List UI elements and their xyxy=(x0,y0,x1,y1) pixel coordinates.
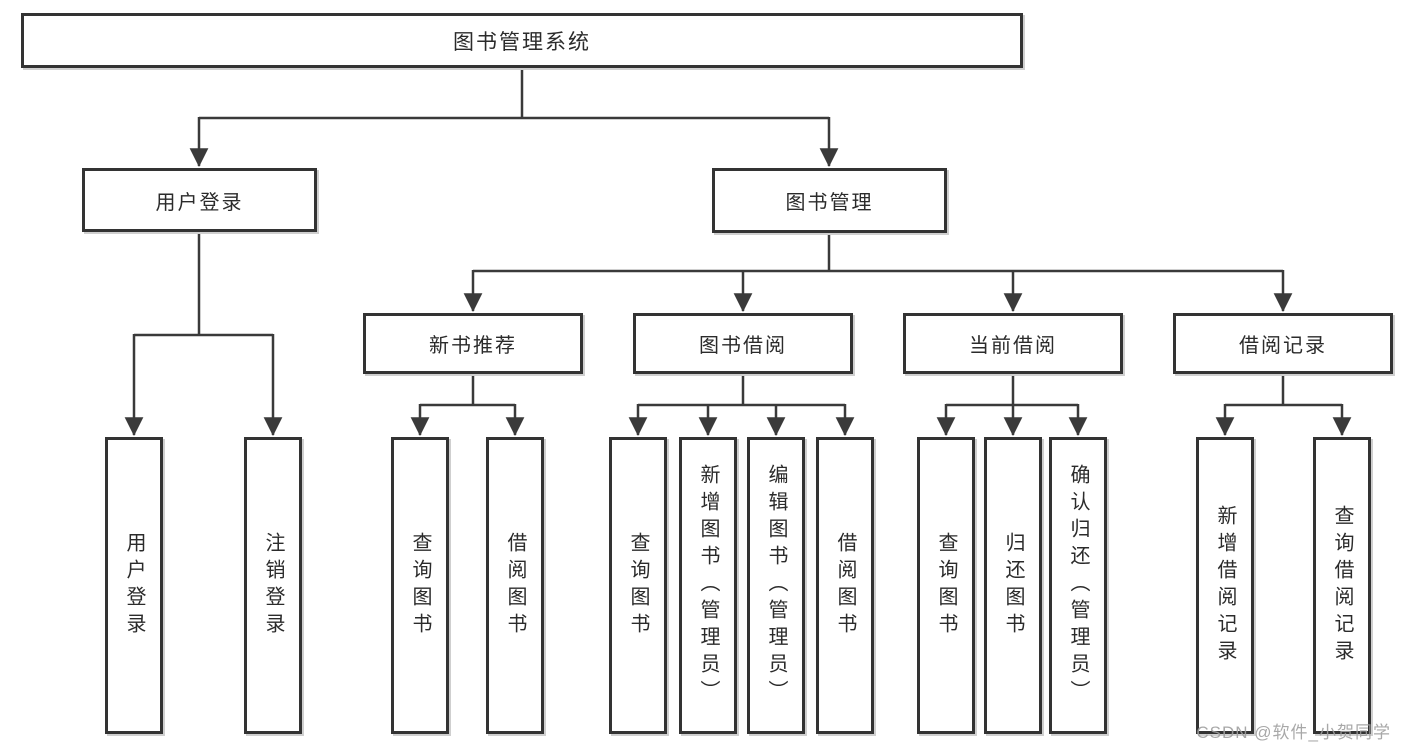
leaf-add-books-admin-label: 新增图书（管理员） xyxy=(697,464,719,707)
node-borrowing-records: 借阅记录 xyxy=(1173,313,1393,374)
node-library-management-system: 图书管理系统 xyxy=(21,13,1023,68)
leaf-query-books-borrowing: 查询图书 xyxy=(609,437,667,734)
leaf-query-books-borrowing-label: 查询图书 xyxy=(627,531,649,640)
node-new-book-recommend: 新书推荐 xyxy=(363,313,583,374)
csdn-watermark: CSDN @软件_小贺同学 xyxy=(1196,723,1391,742)
leaf-logout: 注销登录 xyxy=(244,437,302,734)
node-current-borrowing: 当前借阅 xyxy=(903,313,1123,374)
leaf-edit-books-admin-label: 编辑图书（管理员） xyxy=(765,464,787,707)
leaf-return-books: 归还图书 xyxy=(984,437,1042,734)
leaf-query-borrow-record: 查询借阅记录 xyxy=(1313,437,1371,734)
leaf-confirm-return-admin-label: 确认归还（管理员） xyxy=(1067,464,1089,707)
leaf-borrow-books-recommend-label: 借阅图书 xyxy=(504,531,526,640)
leaf-add-borrow-record: 新增借阅记录 xyxy=(1196,437,1254,734)
node-user-login: 用户登录 xyxy=(82,168,317,232)
leaf-add-borrow-record-label: 新增借阅记录 xyxy=(1214,504,1236,667)
leaf-query-books-recommend: 查询图书 xyxy=(391,437,449,734)
leaf-edit-books-admin: 编辑图书（管理员） xyxy=(747,437,805,734)
leaf-query-borrow-record-label: 查询借阅记录 xyxy=(1331,504,1353,667)
leaf-confirm-return-admin: 确认归还（管理员） xyxy=(1049,437,1107,734)
leaf-user-login: 用户登录 xyxy=(105,437,163,734)
node-book-management: 图书管理 xyxy=(712,168,947,233)
leaf-query-books-current-label: 查询图书 xyxy=(935,531,957,640)
leaf-query-books-current: 查询图书 xyxy=(917,437,975,734)
leaf-add-books-admin: 新增图书（管理员） xyxy=(679,437,737,734)
node-book-borrowing: 图书借阅 xyxy=(633,313,853,374)
leaf-logout-label: 注销登录 xyxy=(262,531,284,640)
leaf-borrow-books: 借阅图书 xyxy=(816,437,874,734)
leaf-borrow-books-label: 借阅图书 xyxy=(834,531,856,640)
leaf-user-login-label: 用户登录 xyxy=(123,531,145,640)
leaf-query-books-recommend-label: 查询图书 xyxy=(409,531,431,640)
leaf-return-books-label: 归还图书 xyxy=(1002,531,1024,640)
leaf-borrow-books-recommend: 借阅图书 xyxy=(486,437,544,734)
